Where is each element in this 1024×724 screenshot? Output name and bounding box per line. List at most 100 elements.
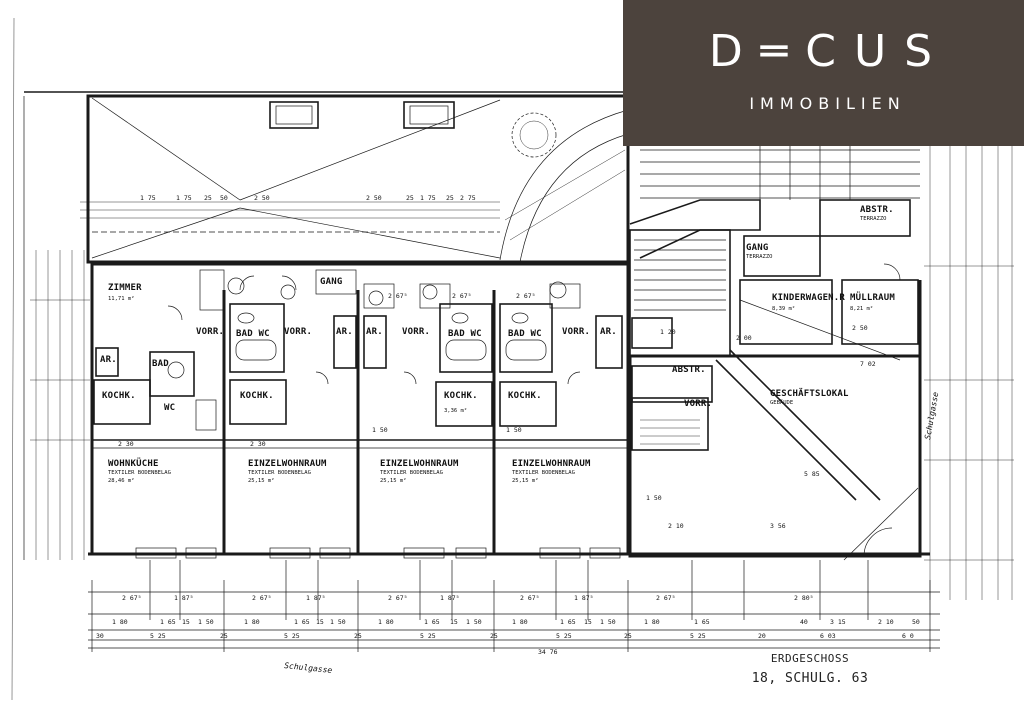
logo-brand-text: D═CUS <box>708 26 951 77</box>
dim-top-3: 50 <box>220 194 228 202</box>
dim-top-2: 25 <box>204 194 212 202</box>
room-label-wohnkueche: WOHNKÜCHE <box>108 458 159 469</box>
dim-s-1: 2 30 <box>250 440 266 448</box>
dim-top-7: 1 75 <box>420 194 436 202</box>
dim-b-20: 2 10 <box>878 618 894 626</box>
dim-c-7: 5 25 <box>556 632 572 640</box>
dim-a-2: 2 67⁵ <box>252 594 272 602</box>
room-label-bad-wc-3: BAD WC <box>508 329 542 339</box>
room-label-einzelwohnraum-1: EINZELWOHNRAUM <box>248 459 327 469</box>
dim-b-18: 40 <box>800 618 808 626</box>
dim-c-4: 25 <box>354 632 362 640</box>
dim-top-5: 2 50 <box>366 194 382 202</box>
dim-s-0: 2 30 <box>118 440 134 448</box>
dim-b-13: 1 65 <box>560 618 576 626</box>
room-label-kochk-2: KOCHK. <box>240 391 274 401</box>
right-dimension-lines <box>924 146 1014 600</box>
room-note-ewr3: TEXTILER BODENBELAG <box>512 470 575 476</box>
room-label-wc: WC <box>164 403 175 413</box>
dim-b-14: 15 <box>584 618 592 626</box>
dim-s-10: 3 56 <box>770 522 786 530</box>
dim-b-11: 1 50 <box>466 618 482 626</box>
decus-logo: D═CUS IMMOBILIEN <box>623 0 1024 146</box>
room-area-wohnkueche: 28,46 m² <box>108 477 135 484</box>
dim-mid-1: 2 67⁵ <box>516 292 536 300</box>
room-area-kinderwagen: 8,39 m² <box>772 305 795 312</box>
room-note-ewr1: TEXTILER BODENBELAG <box>248 470 311 476</box>
dim-b-7: 1 50 <box>330 618 346 626</box>
dim-top-1: 1 75 <box>176 194 192 202</box>
room-area-ewr3: 25,15 m² <box>512 477 539 484</box>
dim-top-4: 2 50 <box>254 194 270 202</box>
left-dimension-lines <box>30 250 90 560</box>
room-label-einzelwohnraum-3: EINZELWOHNRAUM <box>512 459 591 469</box>
room-labels: ZIMMER 11,71 m² GANG BAD WC BAD WC BAD W… <box>100 205 895 484</box>
dim-b-5: 1 65 <box>294 618 310 626</box>
dim-b-9: 1 65 <box>424 618 440 626</box>
dim-s-3: 1 50 <box>506 426 522 434</box>
logo-subtitle: IMMOBILIEN <box>749 94 906 113</box>
room-note-terrazzo-2: TERRAZZO <box>746 254 773 260</box>
room-label-bad-wc-1: BAD WC <box>236 329 270 339</box>
room-label-einzelwohnraum-2: EINZELWOHNRAUM <box>380 459 459 469</box>
room-note-ewr2: TEXTILER BODENBELAG <box>380 470 443 476</box>
dim-c-11: 6 03 <box>820 632 836 640</box>
room-label-ar-4: AR. <box>600 327 617 337</box>
room-label-ar-1: AR. <box>100 355 117 365</box>
room-label-kinderwagenr: KINDERWAGEN.R <box>772 293 845 303</box>
dim-c-3: 5 25 <box>284 632 300 640</box>
floor-label: ERDGESCHOSS <box>770 652 850 665</box>
dim-mid-0: 2 67⁵ <box>452 292 472 300</box>
room-note-terrazzo-1: TERRAZZO <box>860 216 887 222</box>
room-label-vorr-3: VORR. <box>402 327 430 337</box>
bottom-dimension-lines <box>88 560 940 652</box>
dim-mid-2: 2 67⁵ <box>388 292 408 300</box>
dim-c-1: 5 25 <box>150 632 166 640</box>
room-area-kochk: 3,36 m² <box>444 407 467 414</box>
dim-top-0: 1 75 <box>140 194 156 202</box>
room-label-ar-2: AR. <box>336 327 353 337</box>
dim-a-9: 2 80⁵ <box>794 594 814 602</box>
room-label-abstr-2: ABSTR. <box>672 365 706 375</box>
dim-s-11: 5 85 <box>804 470 820 478</box>
scan-edge-line <box>11 17 15 701</box>
dim-b-12: 1 80 <box>512 618 528 626</box>
room-label-geschaeftslokal: GESCHÄFTSLOKAL <box>770 388 849 399</box>
dim-total: 34 76 <box>538 648 558 656</box>
dim-c-0: 30 <box>96 632 104 640</box>
room-label-muellraum: MÜLLRAUM <box>850 292 895 303</box>
room-area-muell: 8,21 m² <box>850 305 873 312</box>
dim-a-5: 1 87⁵ <box>440 594 460 602</box>
room-label-gang-2: GANG <box>746 243 768 253</box>
dim-b-6: 15 <box>316 618 324 626</box>
dim-b-8: 1 80 <box>378 618 394 626</box>
dim-b-1: 1 65 <box>160 618 176 626</box>
dim-top-6: 25 <box>406 194 414 202</box>
room-label-bad: BAD <box>152 359 169 369</box>
dim-c-6: 25 <box>490 632 498 640</box>
dim-c-12: 6 0 <box>902 632 914 640</box>
room-label-ar-3: AR. <box>366 327 383 337</box>
courtyard-area <box>23 91 630 560</box>
room-label-kochk-1: KOCHK. <box>102 391 136 401</box>
dim-top-8: 25 <box>446 194 454 202</box>
room-label-vorr-2: VORR. <box>284 327 312 337</box>
dim-a-3: 1 87⁵ <box>306 594 326 602</box>
room-note-wohnkueche: TEXTILER BODENBELAG <box>108 470 171 476</box>
dim-s-8: 1 50 <box>646 494 662 502</box>
handwritten-street-right: Schulgasse <box>923 391 940 440</box>
room-label-gang: GANG <box>320 277 342 287</box>
dim-c-5: 5 25 <box>420 632 436 640</box>
dim-a-4: 2 67⁵ <box>388 594 408 602</box>
room-label-kochk-4: KOCHK. <box>508 391 542 401</box>
dim-a-1: 1 87⁵ <box>174 594 194 602</box>
dim-c-2: 25 <box>220 632 228 640</box>
flats-outline <box>88 262 930 559</box>
shop-area <box>628 146 922 561</box>
dim-s-7: 7 02 <box>860 360 876 368</box>
room-area-ewr1: 25,15 m² <box>248 477 275 484</box>
dim-a-6: 2 67⁵ <box>520 594 540 602</box>
dim-b-10: 15 <box>450 618 458 626</box>
dim-s-2: 1 50 <box>372 426 388 434</box>
